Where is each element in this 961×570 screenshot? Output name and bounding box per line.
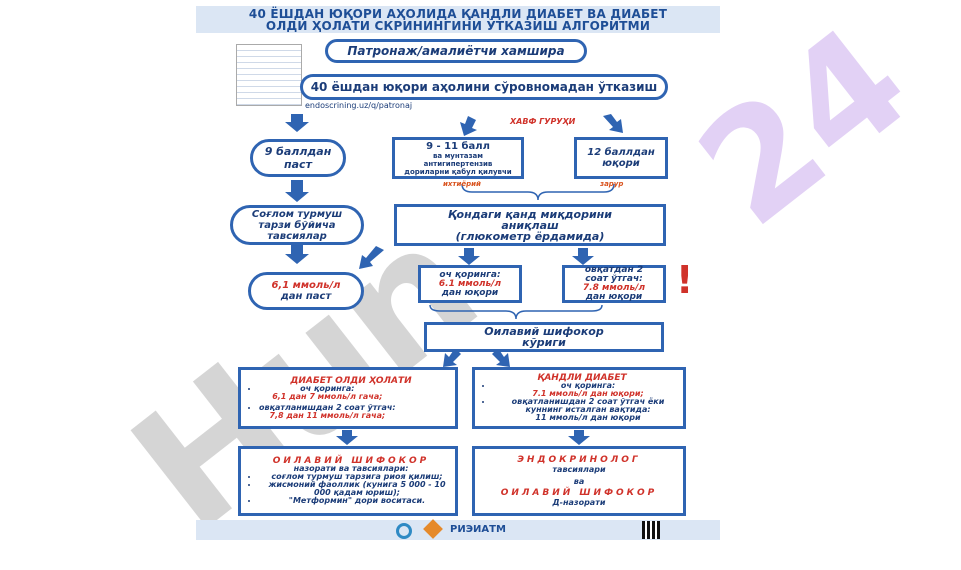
prediabetes-fasting-label: оч қоринга: bbox=[300, 383, 355, 393]
prediabetes-title: ДИАБЕТ ОЛДИ ҲОЛАТИ bbox=[290, 375, 412, 386]
prediabetes-fasting-value: 6,1 дан 7 ммоль/л гача; bbox=[272, 391, 383, 401]
diabetes-aftermeal-value: 11 ммоль/л дан юқори bbox=[535, 413, 641, 422]
fasting-high-node: оч қоринга: 6.1 ммоль/л дан юқори bbox=[418, 265, 522, 303]
glucose-check-sub: (глюкометр ёрдамида) bbox=[455, 229, 605, 243]
diabetes-fasting-label: оч қоринга: bbox=[560, 381, 616, 390]
survey-label: 40 ёшдан юқори аҳолини сўровномадан ўтка… bbox=[310, 80, 658, 94]
aftermeal-high-label: овқатдан 2 соат ўтгач: bbox=[584, 265, 644, 284]
diabetes-fasting-value: 7.1 ммоль/л дан юқори; bbox=[532, 389, 644, 398]
prediabetes-aftermeal-value: 7,8 дан 11 ммоль/л гача; bbox=[269, 410, 386, 420]
family-rec-title: ОИЛАВИЙ ШИФОКОР bbox=[272, 456, 430, 466]
family-rec-item: жисмоний фаоллик (кунига 5 000 - 10 000 … bbox=[259, 481, 455, 497]
prediabetes-aftermeal-label: овқатланишдан 2 соат ўтгач: bbox=[259, 402, 396, 412]
arrow-glucose-down-1 bbox=[458, 248, 480, 265]
arrow-right-1 bbox=[603, 114, 623, 133]
diabetes-title: ҚАНДЛИ ДИАБЕТ bbox=[537, 373, 627, 383]
warning-exclamation: ! bbox=[676, 258, 694, 302]
low-glucose-node: 6,1 ммоль/л дан паст bbox=[248, 272, 364, 310]
bracket-risk bbox=[461, 183, 615, 201]
fasting-high-tail: дан юқори bbox=[441, 287, 499, 298]
arrow-left-1 bbox=[285, 114, 309, 132]
endo-control: Д-назорати bbox=[552, 497, 606, 507]
footer-logo-text: РИЭИАТМ bbox=[450, 524, 506, 535]
diabetes-node: ҚАНДЛИ ДИАБЕТ оч қоринга:7.1 ммоль/л дан… bbox=[472, 367, 686, 429]
optional-label: ихтиёрий bbox=[443, 180, 481, 188]
above12-node: 12 баллдан юқори bbox=[574, 137, 668, 179]
diabetes-aftermeal: овқатланишдан 2 соат ўтгач ёки куннинг и… bbox=[493, 398, 683, 422]
healthy-lifestyle-node: Соғлом турмуш тарзи бўйича тавсиялар bbox=[230, 205, 364, 245]
below9-node: 9 баллдан паст bbox=[250, 139, 346, 177]
endo-family: ОИЛАВИЙ ШИФОКОР bbox=[500, 487, 658, 498]
endo-and: ва bbox=[573, 476, 585, 486]
arrow-pre-down bbox=[336, 430, 358, 445]
mid-score-title: 9 - 11 балл bbox=[426, 140, 490, 152]
risk-group-label: ХАВФ ГУРУҲИ bbox=[510, 117, 576, 126]
fasting-high-value: 6.1 ммоль/л bbox=[438, 278, 502, 289]
title-line-1: 40 ЁШДАН ЮҚОРИ АҲОЛИДА ҚАНДЛИ ДИАБЕТ ВА … bbox=[248, 7, 668, 21]
diabetes-aftermeal-label: овқатланишдан 2 соат ўтгач ёки куннинг и… bbox=[511, 397, 665, 414]
endocrinologist-node: ЭНДОКРИНОЛОГ тавсиялари ва ОИЛАВИЙ ШИФОК… bbox=[472, 446, 686, 516]
arrow-family-right bbox=[492, 348, 510, 367]
below9-label: 9 баллдан паст bbox=[264, 145, 332, 171]
prediabetes-fasting: оч қоринга:6,1 дан 7 ммоль/л гача; bbox=[259, 383, 396, 401]
aftermeal-high-node: овқатдан 2 соат ўтгач: 7.8 ммоль/л дан ю… bbox=[562, 265, 666, 303]
arrow-dia-down bbox=[568, 430, 590, 445]
family-rec-item: соғлом турмуш тарзига риоя қилиш; bbox=[259, 473, 455, 481]
nurse-label: Патронаж/амалиётчи хамшира bbox=[347, 44, 565, 58]
qr-code-icon[interactable] bbox=[642, 521, 660, 539]
healthy-lifestyle-label: Соғлом турмуш тарзи бўйича тавсиялар bbox=[251, 208, 343, 242]
diabetes-criteria: оч қоринга:7.1 ммоль/л дан юқори; овқатл… bbox=[481, 382, 683, 422]
aftermeal-high-tail: дан юқори bbox=[585, 292, 643, 302]
endo-sub: тавсиялари bbox=[552, 464, 606, 474]
family-recommendations-node: ОИЛАВИЙ ШИФОКОР назорати ва тавсиялари: … bbox=[238, 446, 458, 516]
seal-icon bbox=[396, 523, 412, 539]
above12-label: 12 баллдан юқори bbox=[587, 147, 655, 169]
endo-title: ЭНДОКРИНОЛОГ bbox=[517, 454, 641, 465]
mid-score-desc: ва мунтазам антигипертензив дориларни қа… bbox=[404, 151, 512, 176]
family-rec-item: "Метформин" дори воситаси. bbox=[259, 497, 455, 505]
family-rec-sub: назорати ва тавсиялари: bbox=[293, 464, 409, 473]
arrow-glucose-left bbox=[359, 246, 384, 269]
low-glucose-tail: дан паст bbox=[280, 291, 332, 302]
prediabetes-criteria: оч қоринга:6,1 дан 7 ммоль/л гача; овқат… bbox=[247, 383, 396, 420]
questionnaire-thumbnail bbox=[236, 44, 302, 106]
family-doctor-node: Оилавий шифокор кўриги bbox=[424, 322, 664, 352]
arrow-family-left bbox=[443, 348, 461, 367]
mandatory-label: зарур bbox=[600, 180, 624, 188]
aftermeal-high-value: 7.8 ммоль/л bbox=[582, 283, 646, 293]
arrow-left-3 bbox=[285, 242, 309, 264]
arrow-mid-1 bbox=[460, 116, 477, 136]
low-glucose-value: 6,1 ммоль/л bbox=[271, 280, 341, 291]
arrow-glucose-down-2 bbox=[572, 248, 594, 265]
nurse-node: Патронаж/амалиётчи хамшира bbox=[325, 39, 587, 63]
family-doctor-label: Оилавий шифокор кўриги bbox=[484, 325, 604, 349]
page-title: 40 ЁШДАН ЮҚОРИ АҲОЛИДА ҚАНДЛИ ДИАБЕТ ВА … bbox=[196, 6, 720, 33]
glucose-check-title: Қондаги қанд миқдорини аниқлаш bbox=[448, 207, 612, 232]
prediabetes-aftermeal: овқатланишдан 2 соат ўтгач:7,8 дан 11 мм… bbox=[259, 402, 396, 420]
diabetes-fasting: оч қоринга:7.1 ммоль/л дан юқори; bbox=[493, 382, 683, 398]
survey-url[interactable]: endoscrining.uz/q/patronaj bbox=[305, 101, 413, 110]
glucose-check-node: Қондаги қанд миқдорини аниқлаш (глюкомет… bbox=[394, 204, 666, 246]
prediabetes-node: ДИАБЕТ ОЛДИ ҲОЛАТИ оч қоринга:6,1 дан 7 … bbox=[238, 367, 458, 429]
bracket-glucose bbox=[429, 304, 603, 320]
title-line-2: ОЛДИ ҲОЛАТИ СКРИНИНГИНИ ЎТКАЗИШ АЛГОРИТМ… bbox=[265, 19, 651, 33]
mid-score-node: 9 - 11 балл ва мунтазам антигипертензив … bbox=[392, 137, 524, 179]
arrow-left-2 bbox=[285, 180, 309, 202]
survey-node: 40 ёшдан юқори аҳолини сўровномадан ўтка… bbox=[300, 74, 668, 100]
footer-band bbox=[196, 520, 720, 540]
family-rec-list: соғлом турмуш тарзига риоя қилиш; жисмон… bbox=[247, 473, 455, 505]
fasting-high-label: оч қоринга: bbox=[439, 269, 501, 280]
arrows-layer bbox=[285, 114, 623, 445]
